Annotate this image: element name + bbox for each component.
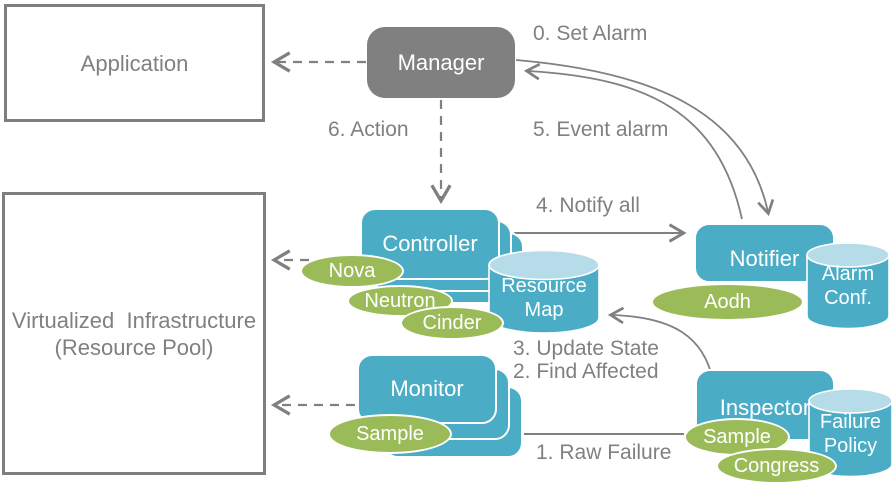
monitor-sample-label: Sample xyxy=(356,422,424,445)
flow-label-set-alarm: 0. Set Alarm xyxy=(533,22,648,45)
monitor-node: Monitor xyxy=(357,354,497,424)
manager-label: Manager xyxy=(397,49,485,75)
resource-map-label-line2: Map xyxy=(524,299,564,321)
cinder-component: Cinder xyxy=(400,306,504,340)
failure-policy-label-line2: Policy xyxy=(823,435,878,457)
failure-policy-label-line1: Failure xyxy=(819,411,882,433)
application-label: Application xyxy=(80,50,189,76)
controller-node: Controller xyxy=(360,208,500,280)
application-box: Application xyxy=(4,4,265,122)
vi-label-line2: (Resource Pool) xyxy=(54,334,214,360)
arrow-inspector-to-resource-map xyxy=(607,306,714,382)
arrow-event-alarm xyxy=(523,62,743,220)
congress-component: Congress xyxy=(716,448,837,484)
nova-label: Nova xyxy=(328,259,376,282)
alarm-conf-datastore: Alarm Conf. xyxy=(806,242,890,330)
resource-map-datastore: Resource Map xyxy=(488,249,600,335)
aodh-component: Aodh xyxy=(651,283,804,321)
arrow-set-alarm xyxy=(515,59,775,217)
resource-map-label-line1: Resource xyxy=(501,275,587,297)
cinder-label: Cinder xyxy=(422,311,482,334)
nova-component: Nova xyxy=(300,254,404,288)
controller-label: Controller xyxy=(382,231,478,256)
neutron-label: Neutron xyxy=(364,289,436,312)
flow-label-update-state: 3. Update State xyxy=(513,337,659,360)
vi-label-line1: Virtualized Infrastructure xyxy=(11,307,257,333)
notifier-label: Notifier xyxy=(729,246,800,271)
flow-label-event-alarm: 5. Event alarm xyxy=(533,118,669,141)
alarm-conf-label-line2: Conf. xyxy=(824,287,872,309)
monitor-label: Monitor xyxy=(390,376,464,401)
cylinder-icon xyxy=(488,249,600,334)
monitor-sample-component: Sample xyxy=(328,414,452,454)
manager-node: Manager xyxy=(367,27,515,98)
cylinder-icon xyxy=(806,242,890,330)
flow-label-notify-all: 4. Notify all xyxy=(536,194,640,217)
inspector-label: Inspector xyxy=(719,395,811,420)
flow-label-find-affected: 2. Find Affected xyxy=(513,360,659,383)
flow-label-action: 6. Action xyxy=(328,118,409,141)
congress-label: Congress xyxy=(733,454,820,477)
aodh-label: Aodh xyxy=(704,290,751,313)
inspector-sample-label: Sample xyxy=(703,425,771,448)
flow-label-raw-failure: 1. Raw Failure xyxy=(536,441,672,464)
alarm-conf-label-line1: Alarm xyxy=(821,263,875,285)
virtualized-infrastructure-box: Virtualized Infrastructure (Resource Poo… xyxy=(2,192,266,475)
